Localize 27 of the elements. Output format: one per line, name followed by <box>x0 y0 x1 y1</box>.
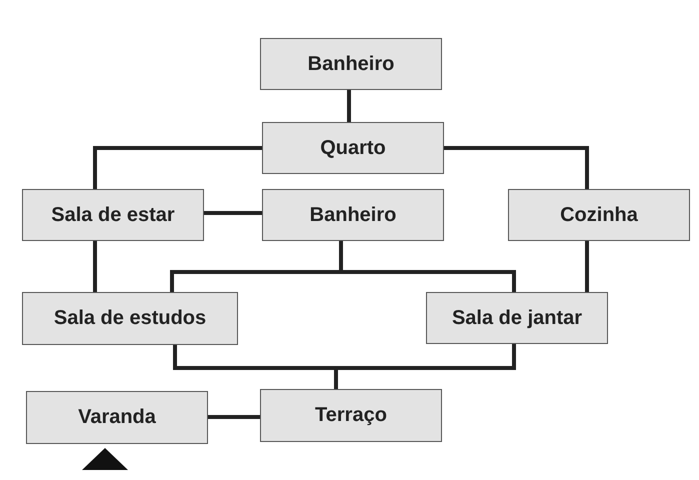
connector-line <box>93 241 97 292</box>
room-label: Terraço <box>315 404 387 427</box>
room-box <box>26 391 208 444</box>
room-box <box>22 189 204 241</box>
room-box <box>508 189 690 241</box>
room-box <box>260 389 442 442</box>
connector-line <box>339 241 516 292</box>
room-label: Banheiro <box>308 52 394 76</box>
room-label: Sala de estar <box>51 204 175 226</box>
room-box <box>426 292 608 344</box>
room-label: Varanda <box>78 406 156 429</box>
room-box <box>260 38 442 90</box>
room-label: Sala de estudos <box>54 307 206 330</box>
connector-line <box>204 211 262 215</box>
room-box <box>22 292 238 345</box>
connector-line <box>334 344 516 389</box>
connector-line <box>585 241 589 292</box>
room-label: Banheiro <box>310 204 396 226</box>
room-box <box>262 122 444 174</box>
connector-line <box>93 146 262 189</box>
connector-line <box>444 146 589 189</box>
room-label: Sala de jantar <box>452 306 582 330</box>
room-label: Cozinha <box>560 204 638 226</box>
connector-line <box>347 90 351 122</box>
room-label: Quarto <box>320 136 386 160</box>
room-box <box>262 189 444 241</box>
connector-line <box>208 415 260 419</box>
